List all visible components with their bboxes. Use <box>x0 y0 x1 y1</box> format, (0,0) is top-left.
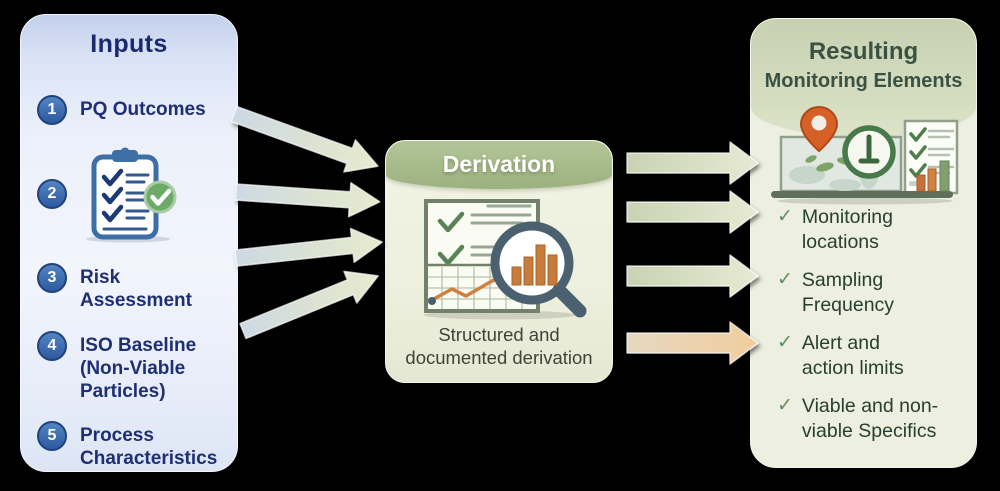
check-icon: ✓ <box>777 395 793 417</box>
result-item-viable-nonviable: ✓ Viable and non- viable Specifics <box>777 394 968 443</box>
input-item-process-characteristics: 5 Process Characteristics <box>37 421 217 470</box>
result-item-line: action limits <box>801 356 904 379</box>
arrow-inputs-4 <box>239 270 379 340</box>
results-panel-title-line1: Resulting <box>808 38 919 65</box>
arrow-inputs-2 <box>234 182 381 218</box>
input-item-label: Risk Assessment <box>80 263 192 312</box>
check-icon: ✓ <box>777 269 793 291</box>
clipboard-checklist-icon <box>86 147 177 243</box>
derivation-panel-header: Derivation <box>386 141 612 189</box>
result-item-line: Frequency <box>801 293 895 316</box>
result-item-label: Viable and non- viable Specifics <box>802 394 938 443</box>
input-item-line: Characteristics <box>80 448 218 470</box>
results-panel-title-line2: Monitoring Elements <box>764 70 963 92</box>
derivation-caption-line: Structured and <box>438 323 560 345</box>
number-badge-2: 2 <box>37 179 67 209</box>
results-panel-header: Resulting Monitoring Elements <box>751 19 976 137</box>
result-item-label: Sampling Frequency <box>802 268 894 317</box>
result-item-line: Sampling <box>801 269 884 292</box>
input-item-pq-outcomes: 1 PQ Outcomes <box>37 95 206 125</box>
arrow-inputs-1 <box>230 105 379 173</box>
input-item-line: PQ Outcomes <box>80 99 206 120</box>
input-item-label: Process Characteristics <box>80 421 217 470</box>
number-badge-5: 5 <box>37 421 67 451</box>
result-item-sampling-frequency: ✓ Sampling Frequency <box>777 268 968 317</box>
check-icon: ✓ <box>777 332 793 354</box>
arrow-output-2 <box>626 190 759 234</box>
document-chart-magnifier-icon <box>424 199 587 320</box>
input-item-label: PQ Outcomes <box>80 95 206 121</box>
result-item-line: Alert and <box>801 332 880 355</box>
result-item-alert-action-limits: ✓ Alert and action limits <box>777 331 968 380</box>
derivation-caption-line: documented derivation <box>405 347 593 369</box>
result-item-line: viable Specifics <box>801 419 937 442</box>
number-badge-1: 1 <box>37 95 67 125</box>
input-item-line: ISO Baseline <box>80 335 197 356</box>
inputs-panel-title: Inputs <box>90 30 168 58</box>
inputs-panel: Inputs 1 PQ Outcomes 2 3 <box>20 14 238 472</box>
derivation-caption: Structured and documented derivation <box>386 323 612 370</box>
input-item-line: Process <box>80 425 154 446</box>
map-pin-clock-checklist-chart-icon <box>771 105 959 205</box>
check-icon: ✓ <box>777 206 793 227</box>
result-item-label: Alert and action limits <box>802 331 904 380</box>
input-item-line: Risk <box>80 267 121 288</box>
input-item-label: ISO Baseline (Non-Viable Particles) <box>80 331 196 404</box>
input-item-risk-assessment: 3 Risk Assessment <box>37 263 192 312</box>
result-item-line: Viable and non- <box>801 395 939 418</box>
results-panel: Resulting Monitoring Elements <box>750 18 977 468</box>
input-item-line: (Non-Viable <box>80 358 186 380</box>
input-item-line: Particles) <box>80 381 166 403</box>
derivation-panel: Derivation Structured and do <box>385 140 613 383</box>
arrow-output-4 <box>626 321 759 365</box>
result-item-line: Monitoring <box>801 206 893 228</box>
input-item-line: Assessment <box>80 290 192 312</box>
number-badge-4: 4 <box>37 331 67 361</box>
arrow-output-1 <box>626 141 759 185</box>
arrow-output-3 <box>626 254 759 298</box>
result-item-monitoring-locations: ✓ Monitoring locations <box>777 205 968 254</box>
result-item-label: Monitoring locations <box>802 205 893 254</box>
results-items-list: ✓ Monitoring locations ✓ Sampling Freque… <box>777 205 968 458</box>
arrow-inputs-3 <box>234 227 383 267</box>
number-badge-3: 3 <box>37 263 67 293</box>
input-item-iso-baseline: 4 ISO Baseline (Non-Viable Particles) <box>37 331 196 404</box>
input-item-checklist: 2 <box>37 147 180 243</box>
result-item-line: locations <box>801 230 879 253</box>
derivation-panel-title: Derivation <box>442 151 556 177</box>
